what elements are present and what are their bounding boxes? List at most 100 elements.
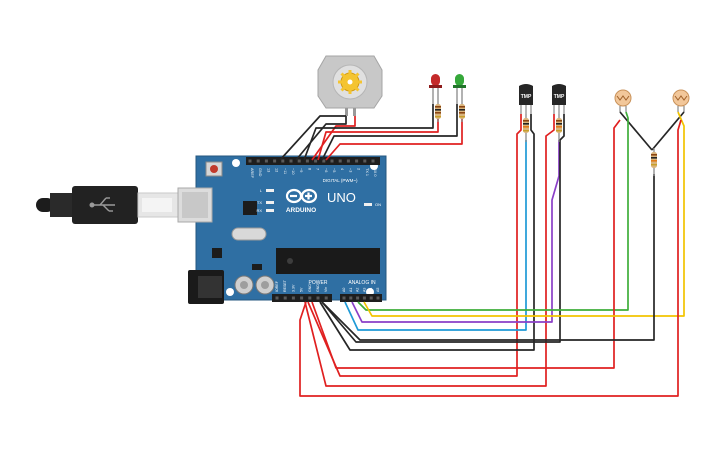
wire-ldr-right-yellow[interactable]	[363, 111, 685, 317]
usb-trident-icon	[89, 197, 115, 212]
digital-label: DIGITAL (PWM~)	[323, 178, 358, 183]
wire-motor-red[interactable]	[311, 116, 356, 161]
wire-ldr-right-red[interactable]	[299, 119, 682, 397]
wire-tmp2-black[interactable]	[321, 114, 565, 343]
header-pin[interactable]	[248, 159, 252, 163]
power-pin-label: IOREF	[275, 280, 279, 292]
wire-tmp1-black[interactable]	[319, 114, 535, 351]
red-led[interactable]	[429, 74, 442, 104]
wire-ldr-right-black[interactable]	[651, 111, 685, 151]
analog-pin-label: A2	[356, 288, 360, 292]
analog-label: ANALOG IN	[348, 280, 376, 286]
header-pin[interactable]	[330, 159, 334, 163]
resistor-tmp-left[interactable]	[523, 114, 529, 142]
tmp-right-label: TMP	[554, 94, 565, 100]
top-pin-label: 2	[357, 168, 361, 170]
top-pin-label: RX 0	[373, 168, 377, 176]
header-pin[interactable]	[256, 159, 260, 163]
photoresistor-left[interactable]	[614, 89, 632, 112]
analog-pin-label: A0	[342, 288, 346, 292]
top-pin-label: 8	[307, 168, 311, 170]
reset-button[interactable]	[205, 161, 223, 177]
header-pin[interactable]	[300, 296, 304, 300]
header-pin[interactable]	[342, 296, 346, 300]
gear-icon	[338, 70, 362, 94]
top-pin-label: 7	[316, 168, 320, 170]
header-pin[interactable]	[322, 159, 326, 163]
arduino-logo-icon	[285, 188, 318, 204]
analog-pin-label: A3	[362, 288, 366, 292]
header-pin[interactable]	[314, 159, 318, 163]
on-led-label: ON	[375, 202, 381, 207]
power-pin-label: Vin	[324, 287, 328, 292]
usb-cable[interactable]	[36, 186, 179, 224]
header-pin[interactable]	[338, 159, 342, 163]
header-pin[interactable]	[275, 296, 279, 300]
power-pin-label: 3.3V	[291, 284, 295, 292]
header-pin[interactable]	[305, 159, 309, 163]
tx-led-label: TX	[257, 200, 262, 205]
top-pin-label: ~5	[332, 168, 336, 172]
top-pin-label: AREF	[250, 168, 254, 179]
header-pin[interactable]	[291, 296, 295, 300]
wire-tmp2-red[interactable]	[304, 114, 555, 387]
top-pin-label: ~6	[324, 168, 328, 172]
header-pin[interactable]	[363, 159, 367, 163]
wire-ldr-left-green[interactable]	[357, 111, 629, 311]
wire-motor-black-2[interactable]	[295, 116, 347, 161]
wire-led-black-2[interactable]	[321, 104, 458, 161]
dc-motor[interactable]	[317, 55, 383, 116]
wire-led-red-1[interactable]	[317, 118, 439, 161]
brand-label: ARDUINO	[286, 207, 316, 214]
header-pin[interactable]	[289, 159, 293, 163]
crystal-oscillator	[231, 227, 267, 241]
header-pin[interactable]	[308, 296, 312, 300]
wire-led-red-2[interactable]	[325, 118, 463, 161]
wire-ldr-left-black[interactable]	[619, 111, 653, 151]
header-pin[interactable]	[355, 159, 359, 163]
header-pin[interactable]	[281, 159, 285, 163]
resistor-red-led[interactable]	[435, 102, 441, 122]
power-pin-label: GND	[308, 284, 312, 292]
wire-led-black-1[interactable]	[303, 104, 434, 161]
top-pin-label: 4	[340, 168, 344, 170]
top-pin-label: ~3	[348, 168, 352, 172]
green-led[interactable]	[453, 74, 466, 104]
header-pin[interactable]	[349, 296, 353, 300]
wire-tmp1-blue[interactable]	[344, 140, 527, 331]
top-pin-label: GND	[258, 168, 262, 177]
photoresistor-right[interactable]	[672, 89, 690, 112]
header-pin[interactable]	[283, 296, 287, 300]
top-pin-label: ~11	[283, 168, 287, 174]
top-pin-label: 13	[266, 168, 270, 172]
tmp-sensor-right[interactable]: TMP	[552, 84, 566, 114]
wire-tmp2-purple[interactable]	[351, 140, 560, 323]
header-pin[interactable]	[362, 296, 366, 300]
header-pin[interactable]	[356, 296, 360, 300]
power-label: POWER	[309, 280, 328, 286]
header-pin[interactable]	[371, 159, 375, 163]
analog-pin-label: A1	[349, 288, 353, 292]
header-pin[interactable]	[376, 296, 380, 300]
resistor-tmp-right[interactable]	[556, 114, 562, 142]
header-pin[interactable]	[369, 296, 373, 300]
top-pin-label: TX 1	[365, 168, 369, 176]
header-pin[interactable]	[264, 159, 268, 163]
resistor-photoresistor[interactable]	[651, 148, 657, 176]
header-pin[interactable]	[316, 296, 320, 300]
analog-pin-label: A5	[376, 288, 380, 292]
header-pin[interactable]	[324, 296, 328, 300]
header-pin[interactable]	[297, 159, 301, 163]
atmega-chip	[276, 248, 380, 274]
wire-ldr-resistor-black[interactable]	[321, 174, 655, 341]
header-pin[interactable]	[273, 159, 277, 163]
power-pin-label: GND	[316, 284, 320, 292]
wire-ldr-left-red[interactable]	[311, 119, 621, 369]
header-pin[interactable]	[346, 159, 350, 163]
resistor-green-led[interactable]	[459, 102, 465, 122]
tmp-sensor-left[interactable]: TMP	[519, 84, 533, 114]
wire-motor-black-1[interactable]	[279, 115, 346, 161]
tmp-left-label: TMP	[521, 94, 532, 100]
model-label: UNO	[327, 190, 356, 205]
